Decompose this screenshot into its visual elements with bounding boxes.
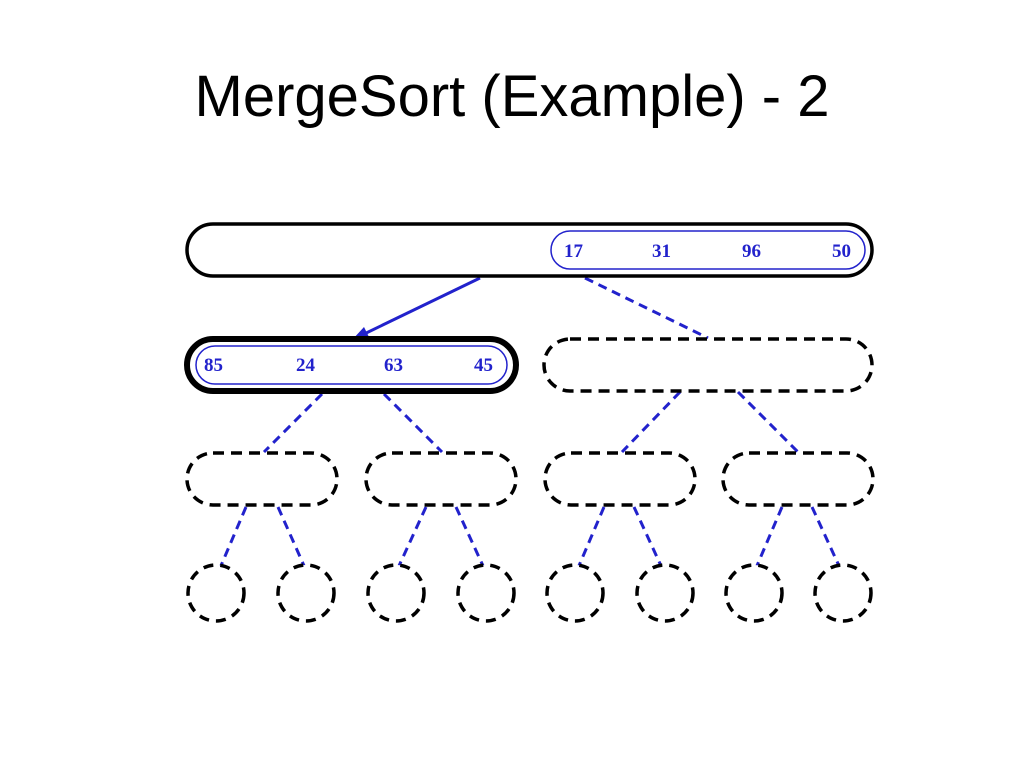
- active-node: 85 24 63 45: [184, 336, 519, 394]
- edge-root-to-left-arrow: [359, 276, 481, 338]
- root-value: 31: [652, 241, 671, 262]
- edge: [810, 506, 842, 569]
- active-node-value: 63: [384, 355, 403, 376]
- slide-title: MergeSort (Example) - 2: [194, 64, 830, 129]
- active-node-value: 45: [474, 355, 493, 376]
- root-sequence-outline: [550, 230, 866, 270]
- pending-leaf: [456, 563, 516, 623]
- pending-node: [721, 451, 875, 507]
- edge: [276, 506, 307, 569]
- pending-leaf: [366, 563, 426, 623]
- edge-root-to-right: [584, 276, 709, 340]
- pending-leaf: [724, 563, 784, 623]
- pending-leaf: [635, 563, 695, 623]
- edge: [754, 506, 784, 569]
- root-node: 17 31 96 50: [185, 222, 874, 278]
- pending-leaf: [186, 563, 246, 623]
- active-node-outline: [184, 336, 519, 394]
- active-node-value: 24: [296, 355, 316, 376]
- edge: [262, 392, 324, 454]
- pending-node: [364, 451, 518, 507]
- leaf-nodes: [186, 563, 873, 623]
- edge: [576, 506, 606, 569]
- pending-leaf: [813, 563, 873, 623]
- edge: [382, 392, 444, 454]
- pending-node: [543, 451, 697, 507]
- pending-leaf: [545, 563, 605, 623]
- root-value: 96: [742, 241, 761, 262]
- edge: [218, 506, 248, 569]
- edge: [632, 506, 664, 569]
- active-node-value: 85: [204, 355, 223, 376]
- pending-node: [542, 337, 874, 393]
- pending-node: [185, 451, 339, 507]
- edge: [736, 390, 800, 454]
- root-node-outline: [185, 222, 874, 278]
- root-value: 17: [564, 241, 584, 262]
- edge: [396, 506, 428, 569]
- tree-edges: [218, 276, 842, 569]
- edge: [620, 390, 682, 454]
- pending-leaf: [276, 563, 336, 623]
- edge: [454, 506, 486, 569]
- active-sequence-outline: [195, 345, 508, 385]
- root-value: 50: [832, 241, 851, 262]
